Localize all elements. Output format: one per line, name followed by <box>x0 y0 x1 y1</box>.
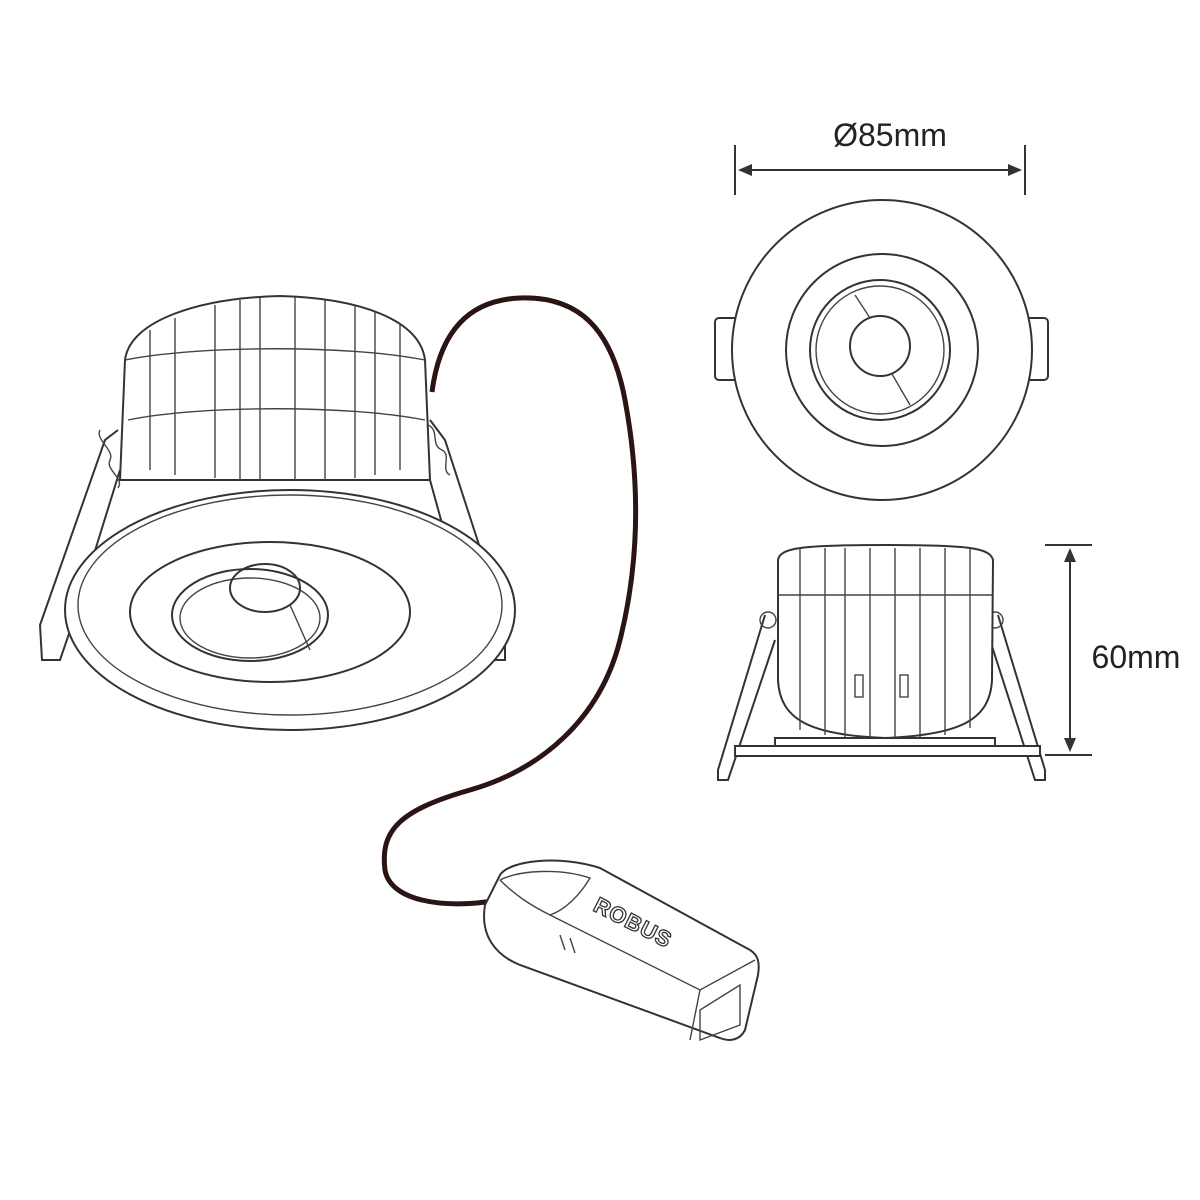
flange <box>64 489 516 731</box>
connector-box: ROBUS <box>483 859 760 1042</box>
lens <box>171 568 329 662</box>
cable <box>381 295 639 907</box>
height-label: 60mm <box>1092 639 1181 675</box>
side-view <box>717 543 1046 781</box>
heatsink <box>118 294 432 481</box>
isometric-view <box>38 294 516 731</box>
lens-center <box>229 563 301 613</box>
height-dimension: 60mm <box>1045 544 1181 756</box>
bezel <box>129 541 411 683</box>
diameter-dimension: Ø85mm <box>734 117 1026 195</box>
diameter-label: Ø85mm <box>833 117 947 153</box>
side-flange <box>734 745 1041 757</box>
top-view <box>714 199 1049 501</box>
